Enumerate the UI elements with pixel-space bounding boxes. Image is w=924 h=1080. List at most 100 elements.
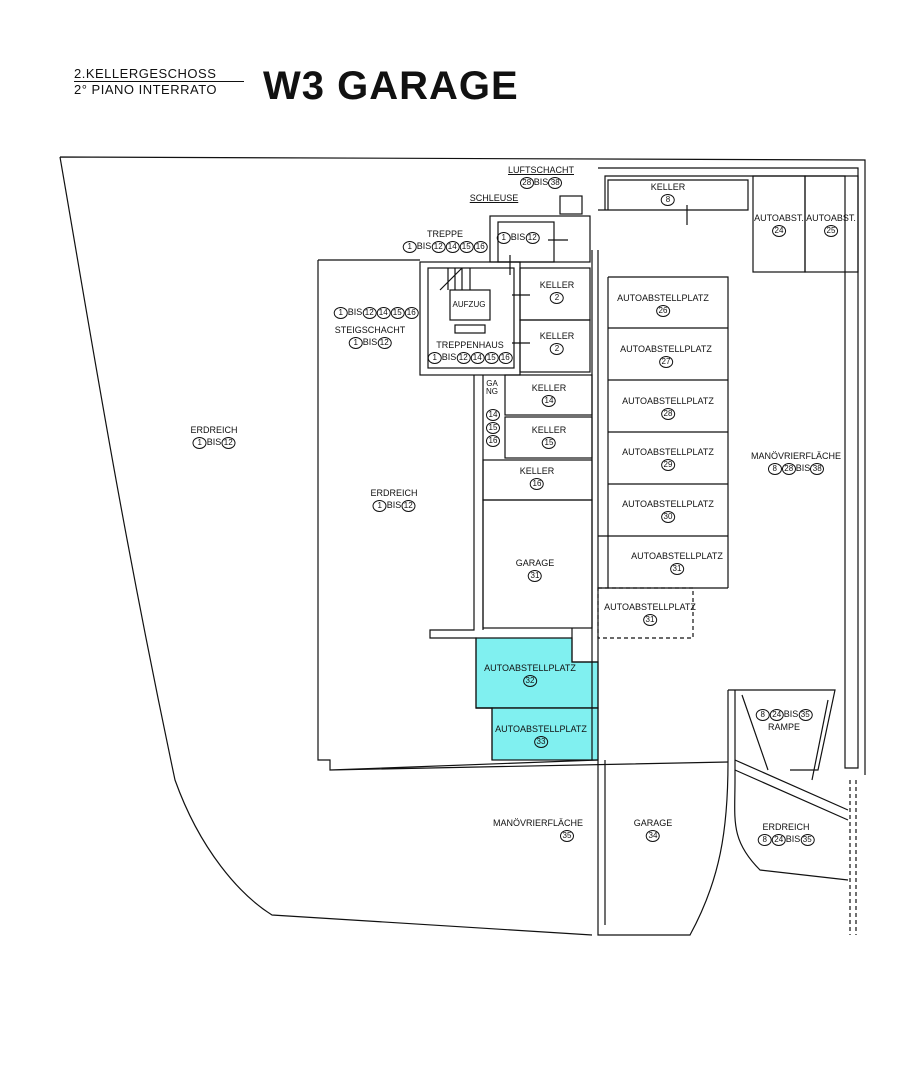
- unit-codes: 34: [634, 829, 673, 842]
- unit-number-circle: 8: [755, 709, 770, 721]
- unit-number-circle: 1: [402, 241, 417, 253]
- unit-number-circle: 14: [376, 307, 391, 319]
- unit-number-circle: 31: [527, 570, 542, 582]
- unit-number-circle: 1: [372, 500, 387, 512]
- unit-number-circle: 28: [519, 177, 534, 189]
- range-word: BIS: [783, 709, 799, 719]
- unit-number-circle: 33: [533, 736, 548, 748]
- unit-codes: 31: [604, 613, 696, 626]
- label-autoabst-24: AUTOABST.24: [754, 213, 804, 237]
- unit-number-circle: 1: [348, 337, 363, 349]
- unit-number-circle: 35: [800, 834, 815, 846]
- unit-number-circle: 16: [530, 478, 544, 490]
- unit-codes: 27: [620, 355, 712, 368]
- unit-number-circle: 12: [401, 500, 416, 512]
- unit-number-circle: 16: [404, 307, 419, 319]
- unit-number-circle: 2: [550, 292, 564, 304]
- unit-codes: 31: [516, 569, 555, 582]
- unit-number-circle: 14: [542, 395, 556, 407]
- range-word: BIS: [416, 241, 432, 251]
- unit-number-circle: 15: [542, 437, 556, 449]
- unit-number-circle: 14: [470, 352, 485, 364]
- label-schleuse: SCHLEUSE: [469, 193, 519, 203]
- unit-number-circle: 15: [390, 307, 405, 319]
- range-word: BIS: [441, 352, 457, 362]
- unit-number-circle: 12: [362, 307, 377, 319]
- unit-codes: 25: [806, 224, 856, 237]
- unit-number-circle: 24: [771, 834, 786, 846]
- unit-number-circle: 15: [486, 422, 500, 434]
- unit-number-circle: 14: [486, 409, 500, 421]
- unit-codes: 32: [484, 674, 576, 687]
- range-word: BIS: [347, 307, 363, 317]
- unit-number-circle: 8: [661, 194, 675, 206]
- unit-number-circle: 1: [496, 232, 511, 244]
- page-title: W3 GARAGE: [263, 64, 519, 108]
- unit-number-circle: 16: [473, 241, 488, 253]
- unit-number-circle: 1: [333, 307, 348, 319]
- unit-number-circle: 31: [642, 614, 657, 626]
- unit-codes: 14: [532, 394, 567, 407]
- range-word: BIS: [206, 437, 222, 447]
- unit-number-circle: 1: [427, 352, 442, 364]
- unit-number-circle: 35: [559, 830, 574, 842]
- label-aufzug: AUFZUG: [452, 300, 486, 309]
- label-gang-codes: 141516: [486, 408, 500, 447]
- unit-codes: 30: [622, 510, 714, 523]
- unit-number-circle: 24: [771, 225, 786, 237]
- unit-number-circle: 28: [660, 408, 675, 420]
- unit-number-circle: 38: [810, 463, 825, 475]
- unit-number-circle: 38: [548, 177, 563, 189]
- unit-codes: 8: [651, 193, 686, 206]
- unit-number-circle: 34: [645, 830, 660, 842]
- unit-number-circle: 2: [550, 343, 564, 355]
- range-word: BIS: [795, 463, 811, 473]
- unit-number-circle: 15: [484, 352, 499, 364]
- unit-number-circle: 28: [781, 463, 796, 475]
- unit-codes: 2: [540, 291, 575, 304]
- range-word: BIS: [510, 232, 526, 242]
- range-word: BIS: [362, 337, 378, 347]
- unit-codes: 35: [493, 829, 583, 842]
- air-shaft: [559, 195, 583, 215]
- unit-number-circle: 35: [798, 709, 813, 721]
- unit-number-circle: 24: [769, 709, 784, 721]
- unit-number-circle: 26: [655, 305, 670, 317]
- unit-codes: 16: [520, 477, 555, 490]
- unit-number-circle: 29: [660, 459, 675, 471]
- unit-number-circle: 15: [459, 241, 474, 253]
- floor-label-german: 2.KELLERGESCHOSS: [74, 66, 244, 82]
- unit-codes: 33: [495, 735, 587, 748]
- unit-number-circle: 8: [767, 463, 782, 475]
- unit-number-circle: 32: [522, 675, 537, 687]
- unit-number-circle: 30: [660, 511, 675, 523]
- unit-number-circle: 12: [377, 337, 392, 349]
- unit-number-circle: 16: [498, 352, 513, 364]
- unit-codes: 15: [532, 436, 567, 449]
- unit-codes: 29: [622, 458, 714, 471]
